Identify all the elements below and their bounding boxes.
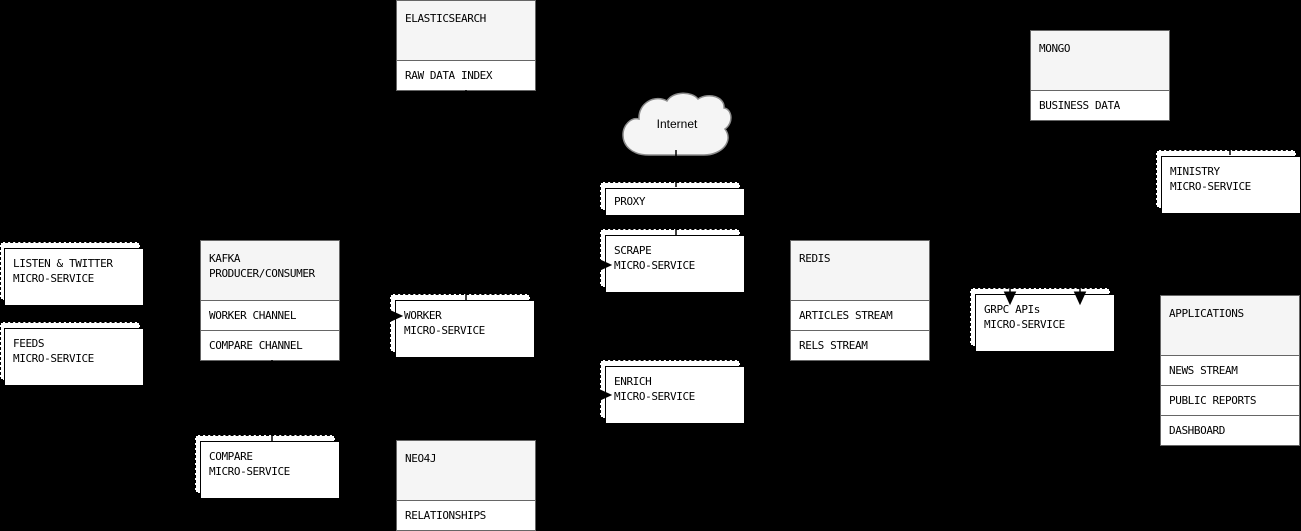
ministry-label-line2: MICRO-SERVICE [1170, 180, 1251, 193]
applications-header: APPLICATIONS [1161, 296, 1299, 355]
list-row: NEWS STREAM [1161, 355, 1299, 385]
list-row: RELS STREAM [791, 330, 929, 360]
node-ministry-micro-service[interactable]: MINISTRY MICRO-SERVICE [1156, 150, 1301, 214]
worker-box: WORKER MICRO-SERVICE [395, 300, 535, 358]
node-worker-micro-service[interactable]: WORKER MICRO-SERVICE [390, 294, 535, 358]
node-mongo[interactable]: MONGO BUSINESS DATA [1030, 30, 1170, 121]
enrich-label-line1: ENRICH [614, 375, 652, 388]
internet-label: Internet [656, 116, 698, 131]
node-compare-micro-service[interactable]: COMPARE MICRO-SERVICE [195, 435, 340, 499]
list-row: ARTICLES STREAM [791, 300, 929, 330]
redis-title: REDIS [799, 252, 831, 265]
list-row: WORKER CHANNEL [201, 300, 339, 330]
node-internet[interactable]: Internet [622, 90, 732, 157]
redis-header: REDIS [791, 241, 929, 300]
listen-label-line2: MICRO-SERVICE [13, 272, 94, 285]
mongo-header: MONGO [1031, 31, 1169, 90]
neo4j-title: NEO4J [405, 452, 437, 465]
node-redis[interactable]: REDIS ARTICLES STREAM RELS STREAM [790, 240, 930, 361]
proxy-label: PROXY [614, 195, 646, 208]
scrape-label-line2: MICRO-SERVICE [614, 259, 695, 272]
node-listen-twitter-micro-service[interactable]: LISTEN & TWITTER MICRO-SERVICE [0, 242, 144, 306]
list-row: PUBLIC REPORTS [1161, 385, 1299, 415]
listen-box: LISTEN & TWITTER MICRO-SERVICE [4, 248, 144, 306]
applications-title: APPLICATIONS [1169, 307, 1244, 320]
node-enrich-micro-service[interactable]: ENRICH MICRO-SERVICE [600, 360, 745, 424]
feeds-label-line1: FEEDS [13, 337, 45, 350]
list-row: RAW DATA INDEX [397, 60, 535, 90]
node-feeds-micro-service[interactable]: FEEDS MICRO-SERVICE [0, 322, 144, 386]
grpc-label-line2: MICRO-SERVICE [984, 318, 1065, 331]
kafka-title-line1: KAFKA [209, 252, 241, 265]
list-row: DASHBOARD [1161, 415, 1299, 445]
node-applications[interactable]: APPLICATIONS NEWS STREAM PUBLIC REPORTS … [1160, 295, 1300, 446]
compare-box: COMPARE MICRO-SERVICE [200, 441, 340, 499]
enrich-label-line2: MICRO-SERVICE [614, 390, 695, 403]
worker-label-line1: WORKER [404, 309, 442, 322]
feeds-label-line2: MICRO-SERVICE [13, 352, 94, 365]
kafka-title-line2: PRODUCER/CONSUMER [209, 267, 315, 280]
kafka-header: KAFKA PRODUCER/CONSUMER [201, 241, 339, 300]
node-proxy[interactable]: PROXY [600, 182, 745, 216]
list-row: COMPARE CHANNEL [201, 330, 339, 360]
proxy-box: PROXY [605, 188, 745, 216]
node-neo4j[interactable]: NEO4J RELATIONSHIPS [396, 440, 536, 531]
worker-label-line2: MICRO-SERVICE [404, 324, 485, 337]
list-row: BUSINESS DATA [1031, 90, 1169, 120]
ministry-box: MINISTRY MICRO-SERVICE [1161, 156, 1301, 214]
node-grpc-apis-micro-service[interactable]: GRPC APIs MICRO-SERVICE [970, 288, 1115, 352]
elasticsearch-title: ELASTICSEARCH [405, 12, 486, 25]
listen-label-line1: LISTEN & TWITTER [13, 257, 113, 270]
enrich-box: ENRICH MICRO-SERVICE [605, 366, 745, 424]
neo4j-header: NEO4J [397, 441, 535, 500]
compare-label-line1: COMPARE [209, 450, 253, 463]
elasticsearch-header: ELASTICSEARCH [397, 1, 535, 60]
node-elasticsearch[interactable]: ELASTICSEARCH RAW DATA INDEX [396, 0, 536, 91]
scrape-label-line1: SCRAPE [614, 244, 652, 257]
ministry-label-line1: MINISTRY [1170, 165, 1220, 178]
cloud-icon [622, 92, 732, 156]
node-kafka[interactable]: KAFKA PRODUCER/CONSUMER WORKER CHANNEL C… [200, 240, 340, 361]
grpc-label-line1: GRPC APIs [984, 303, 1041, 316]
scrape-box: SCRAPE MICRO-SERVICE [605, 235, 745, 293]
mongo-title: MONGO [1039, 42, 1071, 55]
node-scrape-micro-service[interactable]: SCRAPE MICRO-SERVICE [600, 229, 745, 293]
feeds-box: FEEDS MICRO-SERVICE [4, 328, 144, 386]
list-row: RELATIONSHIPS [397, 500, 535, 530]
compare-label-line2: MICRO-SERVICE [209, 465, 290, 478]
grpc-box: GRPC APIs MICRO-SERVICE [975, 294, 1115, 352]
